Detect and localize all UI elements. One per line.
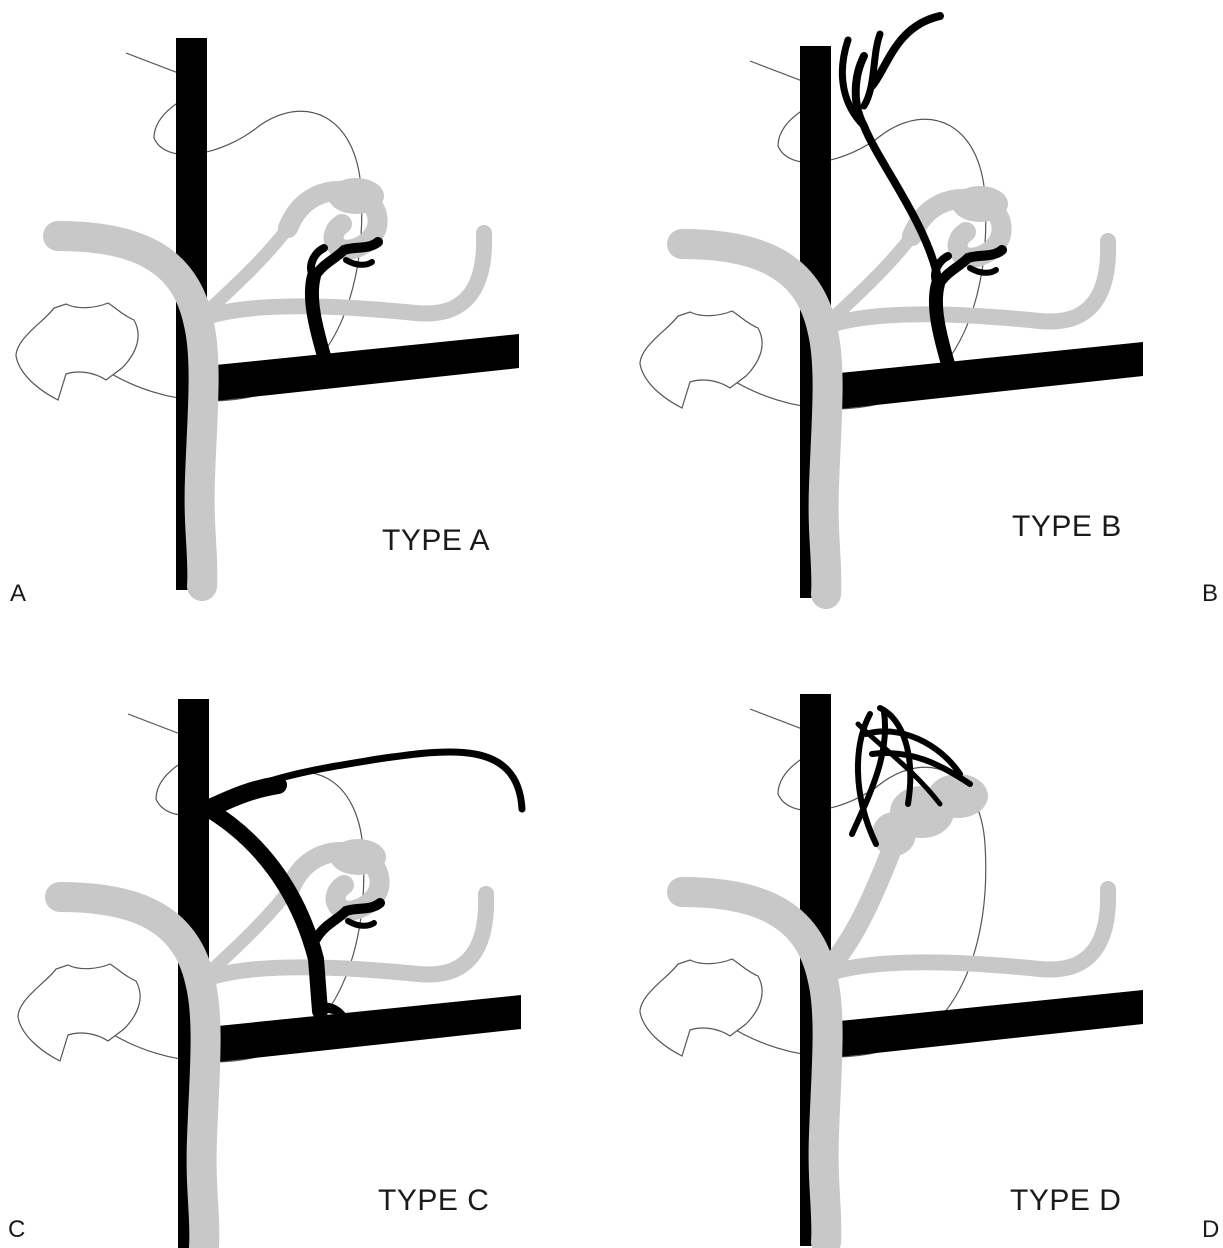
type-a-label: TYPE A (382, 524, 490, 558)
panel-type-a: TYPE A A (0, 0, 612, 624)
type-b-label: TYPE B (1012, 510, 1122, 544)
panel-letter-b: B (1202, 580, 1218, 608)
panel-letter-d: D (1202, 1216, 1219, 1244)
panel-type-b: TYPE B B (612, 0, 1223, 624)
type-c-diagram (0, 624, 612, 1248)
type-c-label: TYPE C (378, 1184, 489, 1218)
panel-type-d: TYPE D D (612, 624, 1223, 1248)
panel-letter-a: A (10, 580, 26, 608)
type-d-label: TYPE D (1010, 1184, 1121, 1218)
type-d-diagram (612, 624, 1223, 1248)
panel-letter-c: C (8, 1216, 25, 1244)
type-a-diagram (0, 0, 612, 624)
panel-type-c: TYPE C C (0, 624, 612, 1248)
type-b-diagram (612, 0, 1223, 624)
